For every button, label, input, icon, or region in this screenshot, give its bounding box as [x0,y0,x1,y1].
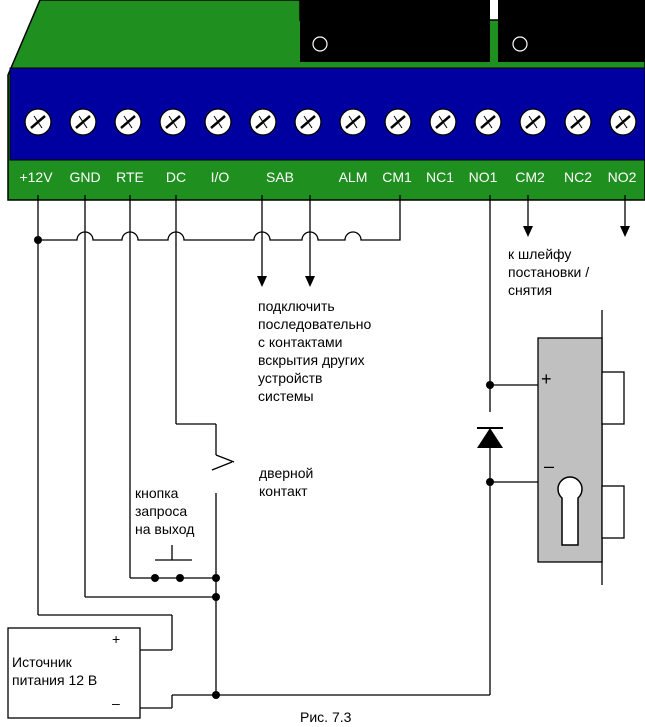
sab-note: подключить последовательно с контактами … [258,298,372,404]
terminal-label-5: SAB [266,169,294,185]
psu-plus-sign: + [112,631,120,647]
figure-caption: Рис. 7.3 [300,709,352,725]
screw-slot [213,115,223,129]
terminal-label-2: RTE [116,169,144,185]
diode [477,427,503,448]
arrowheads [257,226,630,287]
psu-minus-sign: – [112,695,120,711]
screw-slot [573,115,583,129]
psu-label: Источник питания 12 В [12,654,98,688]
terminal-label-9: NO1 [469,169,498,185]
screw-slot [438,115,448,129]
screw-slot [78,115,88,129]
terminal-label-11: NC2 [564,169,592,185]
terminal-label-0: +12V [19,169,53,185]
electric-lock [537,337,625,563]
screw-slot [303,115,313,129]
screw-slot [393,115,403,129]
terminal-label-3: DC [166,169,186,185]
exit-button-label: кнопка запроса на выход [135,485,195,537]
junction-dots [34,236,494,699]
terminal-strip [9,67,645,161]
lock-plus-sign: + [541,369,552,389]
terminal-label-10: CM2 [515,169,545,185]
screw-slot [348,115,358,129]
power-supply [7,627,141,719]
keyhole-icon [557,476,583,546]
terminal-label-6: ALM [339,169,368,185]
relay-1 [300,0,490,62]
door-contact-label: дверной контакт [259,465,314,499]
screw-slot [168,115,178,129]
screw-slot [483,115,493,129]
screw-slot [123,115,133,129]
terminal-label-7: CM1 [382,169,412,185]
relay-2 [498,0,645,62]
terminal-label-4: I/O [211,169,230,185]
screw-slot [33,115,43,129]
lock-minus-sign: – [544,456,554,476]
loop-note: к шлейфу постановки / снятия [508,246,590,298]
terminal-label-1: GND [69,169,100,185]
wires [37,195,626,709]
terminal-screws [24,108,637,136]
screw-slot [258,115,268,129]
terminal-label-8: NC1 [426,169,454,185]
terminal-labels: +12V GND RTE DC I/O SAB ALM CM1 NC1 NO1 CM2 NC2 NO2 [19,169,636,185]
screw-slot [618,115,628,129]
screw-slot [528,115,538,129]
terminal-label-12: NO2 [608,169,637,185]
